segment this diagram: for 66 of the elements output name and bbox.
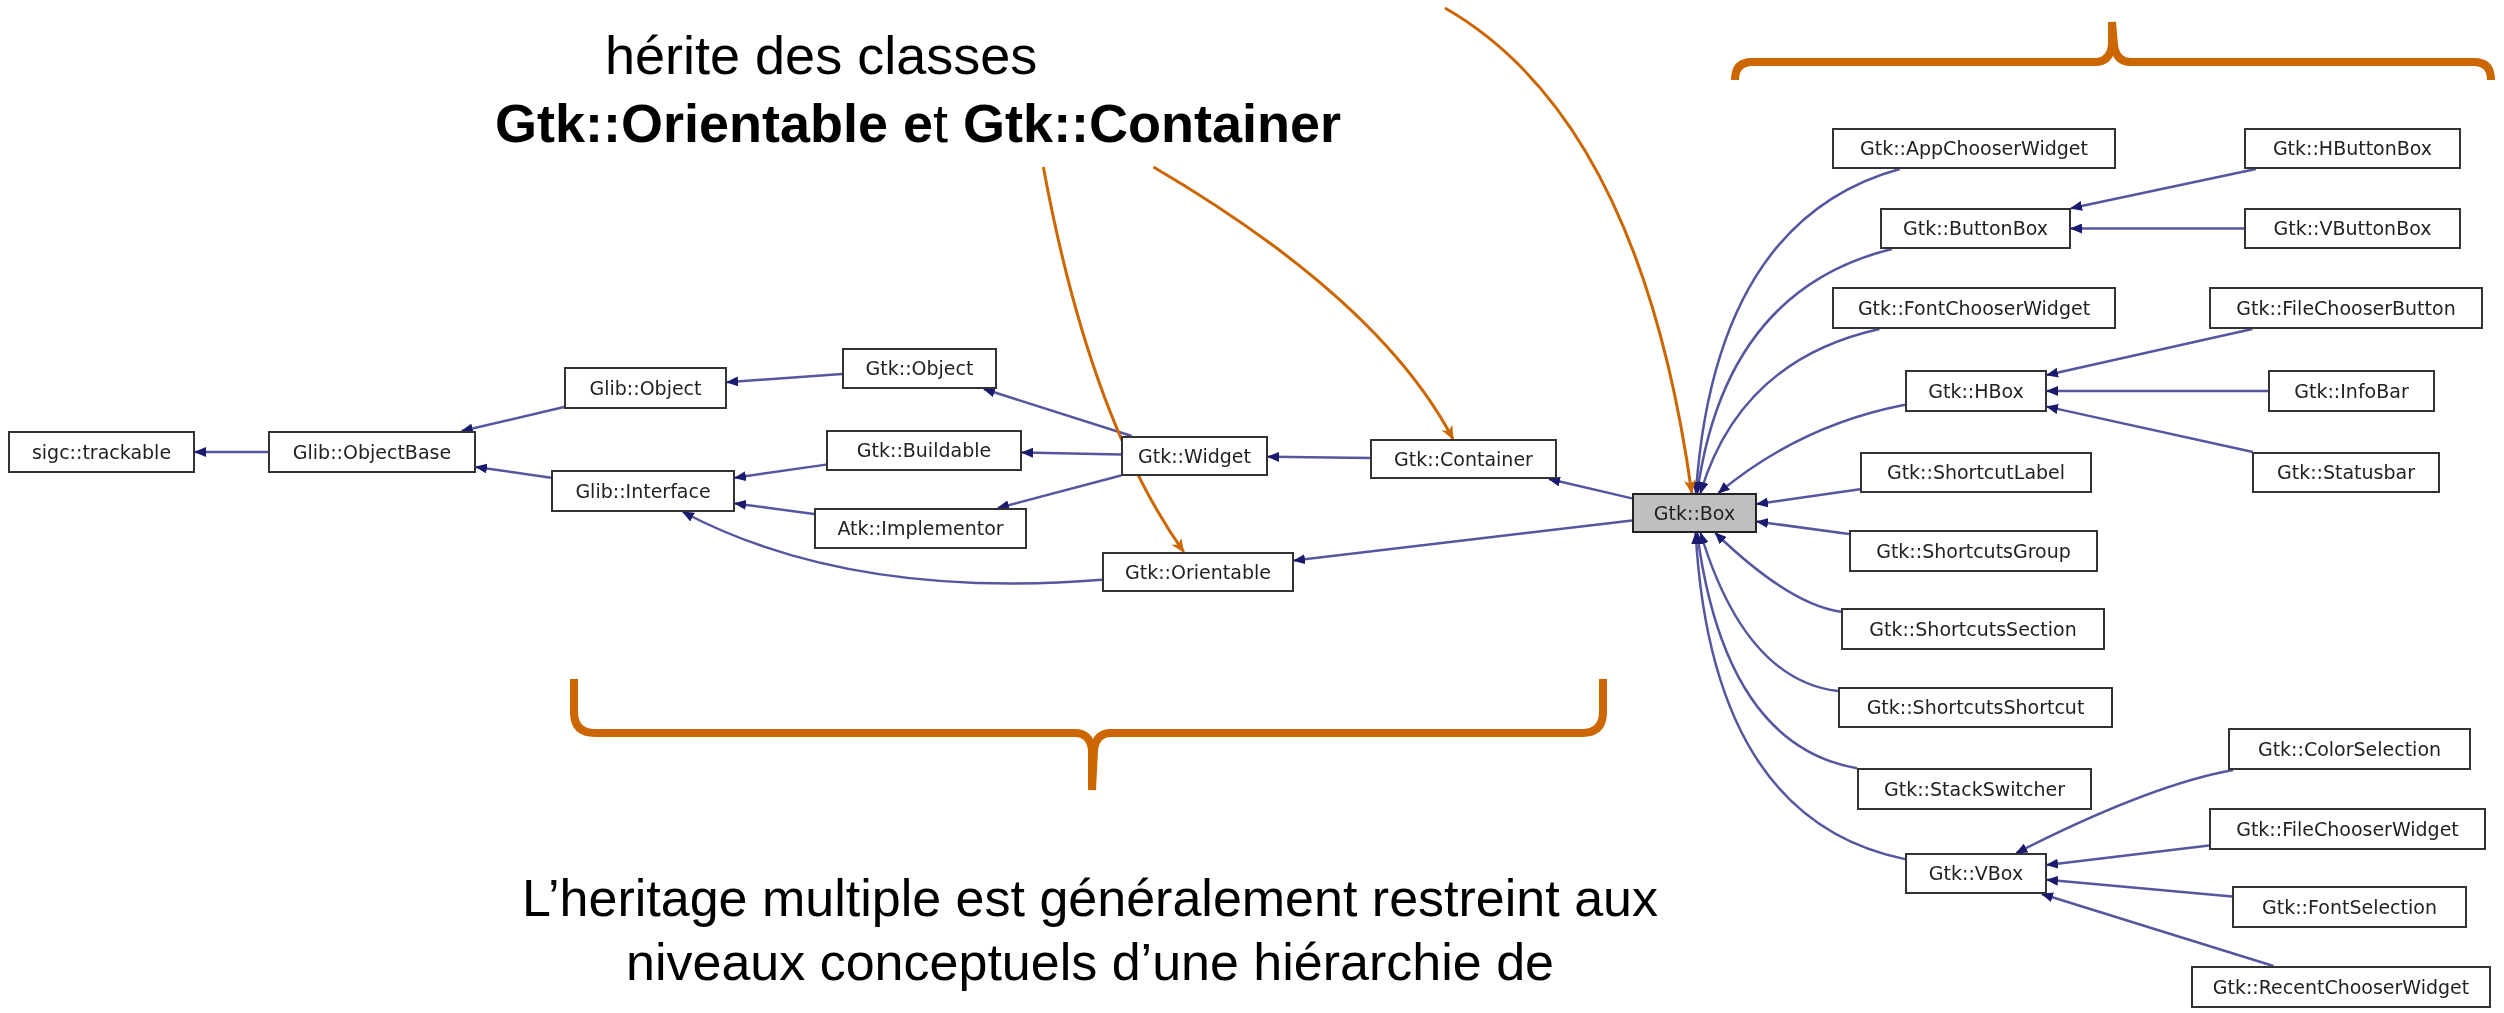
- class-box: Gtk::Box: [1632, 493, 1757, 533]
- inheritance-arrow: [734, 463, 827, 482]
- class-box: Gtk::HButtonBox: [2244, 128, 2461, 169]
- inheritance-arrow: [1714, 532, 1842, 613]
- inheritance-arrow: [1691, 532, 1906, 861]
- class-box: Gtk::Object: [842, 348, 997, 389]
- inheritance-arrow: [682, 510, 1103, 585]
- inheritance-arrow: [1694, 247, 1893, 494]
- class-box: Gtk::FontSelection: [2232, 886, 2467, 928]
- class-box: Atk::Implementor: [814, 508, 1027, 549]
- class-box: Gtk::ShortcutsShortcut: [1838, 687, 2113, 728]
- class-box: Gtk::Orientable: [1102, 552, 1294, 592]
- class-box: Glib::ObjectBase: [268, 431, 476, 473]
- inheritance-arrow: [734, 499, 815, 516]
- class-box: Gtk::HBox: [1905, 370, 2047, 412]
- inheritance-arrow: [1699, 327, 1880, 494]
- inheritance-arrow: [2070, 167, 2257, 211]
- inheritance-arrow: [2046, 404, 2254, 454]
- inheritance-arrow: [1756, 518, 1850, 536]
- inheritance-arrow: [726, 372, 843, 387]
- inheritance-arrow: [1756, 487, 1861, 508]
- inheritance-arrow: [2015, 768, 2234, 855]
- inheritance-arrow: [2046, 844, 2210, 869]
- inheritance-arrow: [2046, 875, 2233, 898]
- class-box: Gtk::RecentChooserWidget: [2191, 966, 2491, 1008]
- annotation-arrow: [1444, 6, 1696, 494]
- class-box: Gtk::VBox: [1905, 853, 2047, 894]
- inheritance-arrow: [1692, 167, 1901, 494]
- class-box: Glib::Interface: [551, 470, 735, 512]
- class-box: Gtk::StackSwitcher: [1857, 768, 2092, 810]
- inheritance-arrow: [475, 463, 552, 479]
- inheritance-arrow: [983, 387, 1132, 438]
- class-box: Gtk::VButtonBox: [2244, 208, 2461, 249]
- inheritance-arrow: [194, 447, 268, 457]
- class-box: Gtk::ShortcutsSection: [1841, 608, 2105, 650]
- class-box: sigc::trackable: [8, 431, 195, 473]
- inheritance-arrow: [1267, 451, 1370, 462]
- class-box: Gtk::ColorSelection: [2228, 728, 2471, 770]
- class-box: Gtk::InfoBar: [2268, 370, 2435, 412]
- inheritance-arrow: [460, 405, 565, 434]
- class-box: Gtk::ShortcutsGroup: [1849, 530, 2098, 572]
- inheritance-arrow: [1717, 403, 1906, 494]
- annotation-text: Gtk::Orientable et Gtk::Container: [495, 92, 1343, 155]
- class-box: Glib::Object: [564, 367, 727, 409]
- inheritance-arrow: [2070, 223, 2244, 234]
- inheritance-arrow: [1699, 532, 1839, 693]
- inheritance-arrow: [2046, 327, 2253, 378]
- class-box: Gtk::FileChooserButton: [2209, 287, 2483, 329]
- inheritance-arrow: [1548, 476, 1633, 500]
- class-box: Gtk::Container: [1370, 439, 1557, 479]
- annotation-text: hérite des classes: [605, 24, 1039, 87]
- class-box: Gtk::ButtonBox: [1880, 208, 2071, 249]
- note-text: L’heritage multiple est généralement restreint aux niveaux conceptuels d’une hiérarchie de: [521, 868, 1659, 993]
- inheritance-arrow: [1021, 447, 1122, 458]
- class-box: Gtk::Buildable: [826, 430, 1022, 471]
- class-box: Gtk::AppChooserWidget: [1832, 128, 2116, 169]
- class-box: Gtk::FontChooserWidget: [1832, 287, 2116, 329]
- class-box: Gtk::FileChooserWidget: [2209, 808, 2486, 850]
- class-box: Gtk::Statusbar: [2252, 452, 2440, 493]
- annotation-arrow: [1152, 165, 1455, 440]
- inheritance-arrow: [997, 474, 1122, 510]
- annotation-arrow: [1041, 166, 1186, 553]
- inheritance-arrow: [2046, 386, 2268, 396]
- class-box: Gtk::Widget: [1121, 436, 1268, 476]
- inheritance-arrow: [1293, 519, 1633, 565]
- class-box: Gtk::ShortcutLabel: [1860, 452, 2092, 493]
